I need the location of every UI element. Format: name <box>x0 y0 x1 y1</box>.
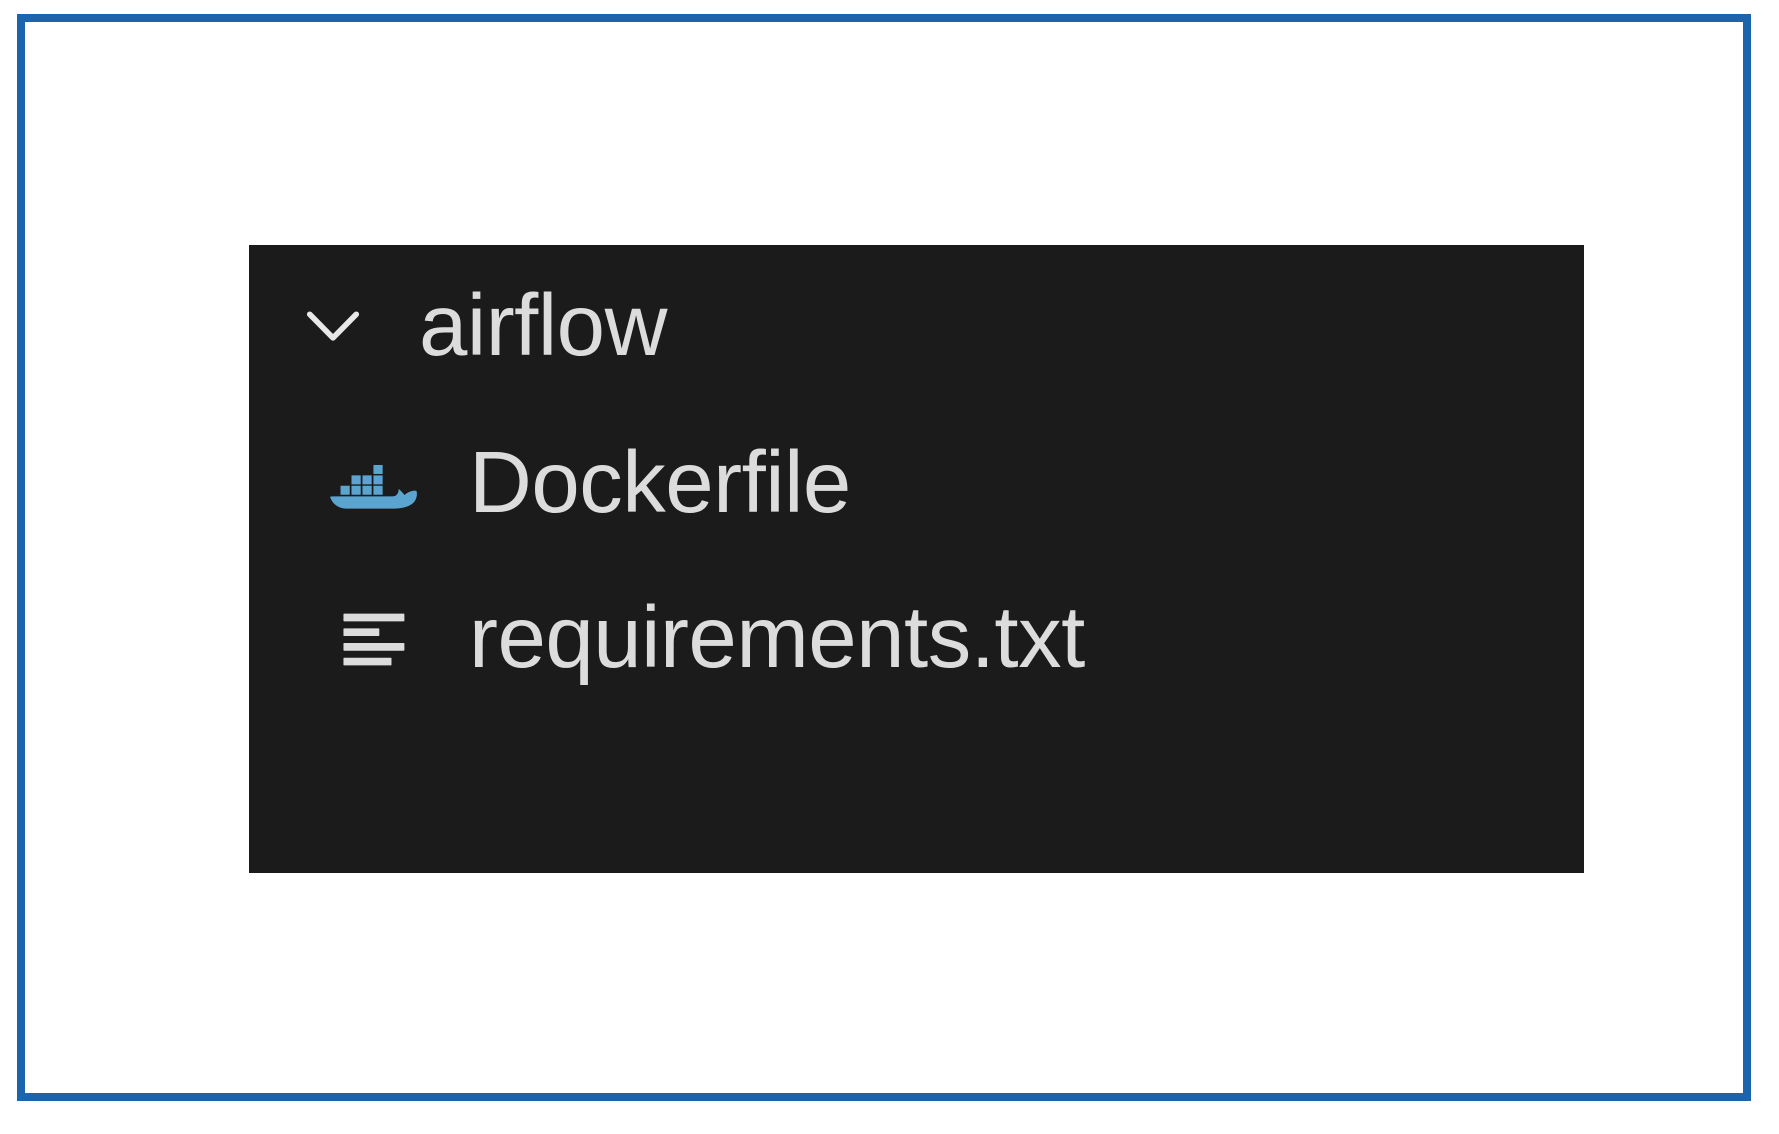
tree-item-airflow[interactable]: airflow <box>249 245 1584 405</box>
tree-item-label: requirements.txt <box>469 589 1085 686</box>
chevron-down-icon[interactable] <box>285 277 381 373</box>
screenshot-frame: airflow <box>17 14 1751 1101</box>
tree-item-dockerfile[interactable]: Dockerfile <box>249 405 1584 560</box>
docker-whale-icon <box>327 435 423 531</box>
text-lines-icon <box>327 590 423 686</box>
tree-item-requirements-txt[interactable]: requirements.txt <box>249 560 1584 715</box>
tree-item-label: airflow <box>419 276 667 374</box>
tree-item-label: Dockerfile <box>469 434 851 531</box>
file-explorer-panel: airflow <box>249 245 1584 873</box>
